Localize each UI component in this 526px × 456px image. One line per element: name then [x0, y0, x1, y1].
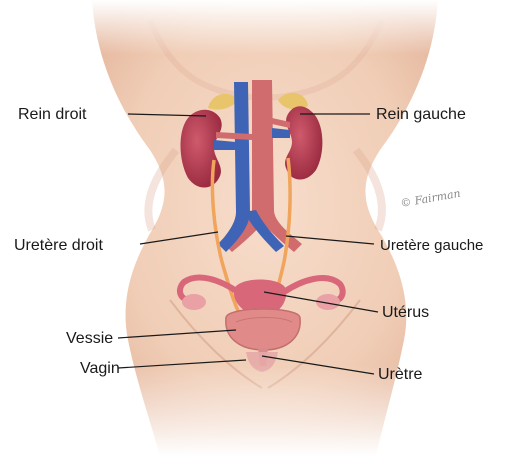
label-vagin: Vagin	[80, 360, 120, 377]
label-uretere-droit: Uretère droit	[14, 237, 103, 254]
label-uretre: Urètre	[378, 366, 423, 383]
label-rein-droit: Rein droit	[18, 106, 87, 123]
label-rein-gauche: Rein gauche	[376, 106, 466, 123]
label-uretere-gauche: Uretère gauche	[380, 237, 483, 254]
label-vessie: Vessie	[66, 330, 113, 347]
label-uterus: Utérus	[382, 304, 429, 321]
